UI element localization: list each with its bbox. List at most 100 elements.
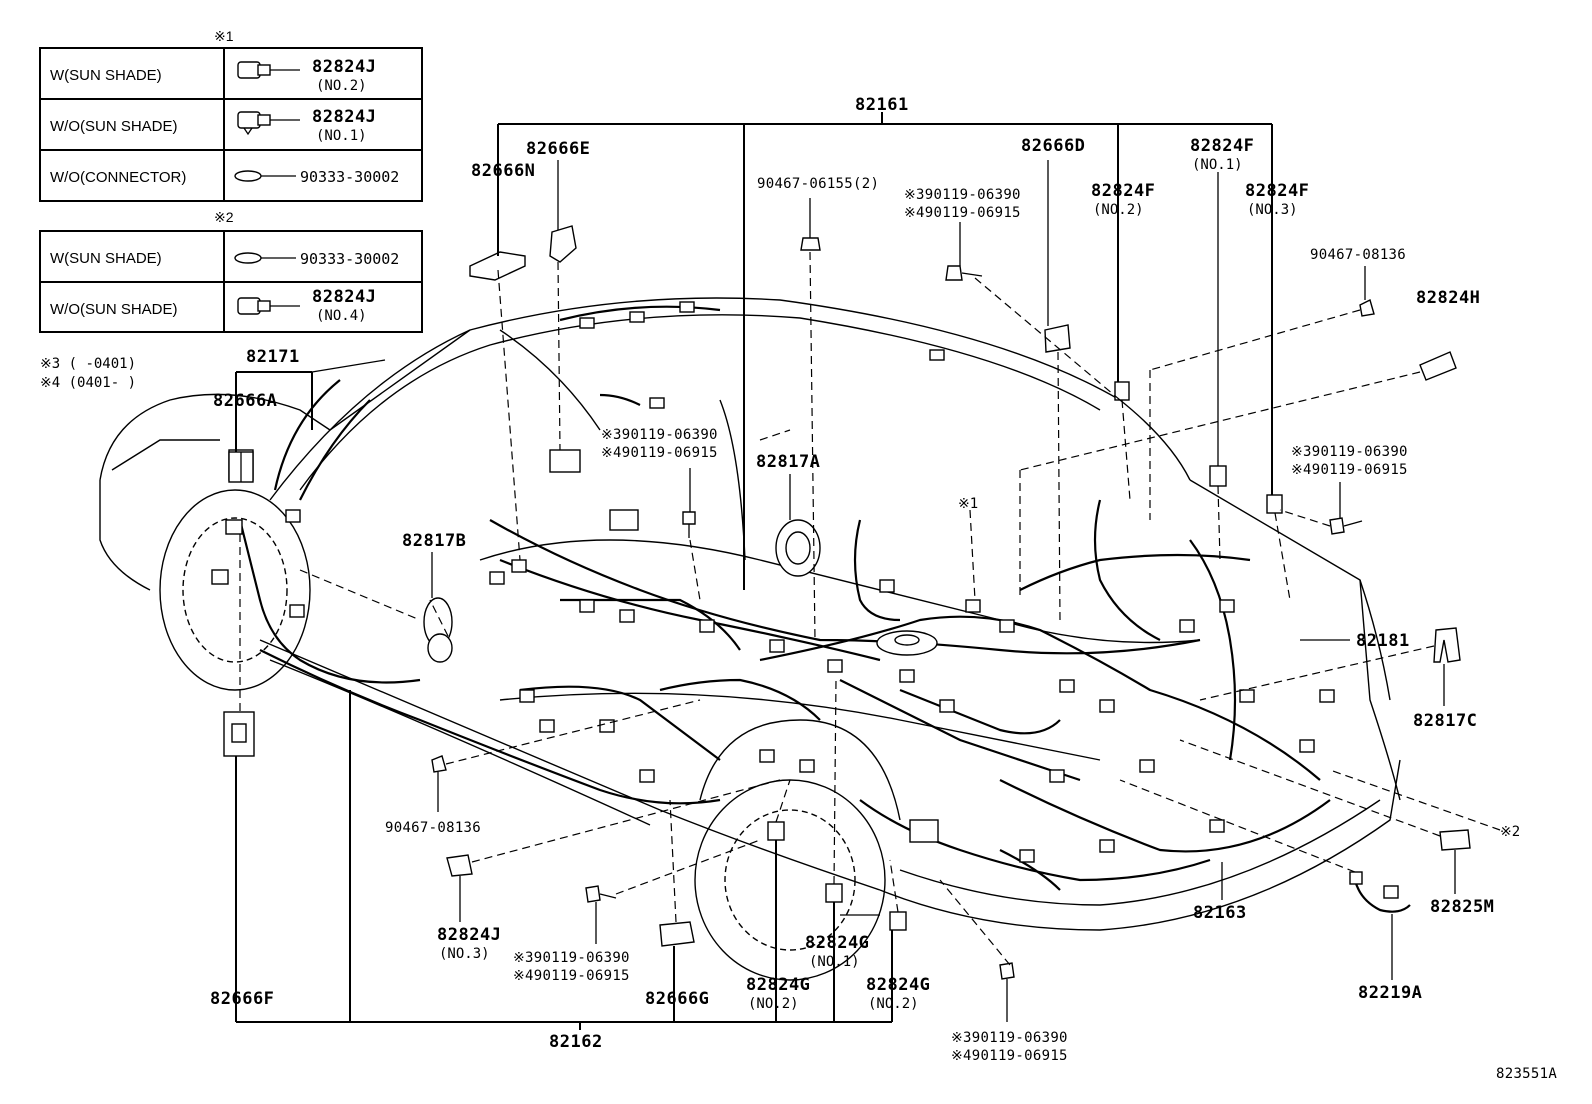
- label-82219A: 82219A: [1358, 983, 1422, 1003]
- part-82824G-no1-icon: [825, 883, 843, 903]
- legend-note4: ※4 (0401- ): [40, 375, 136, 391]
- label-82163: 82163: [1193, 903, 1247, 923]
- option-table-2: ※2 W(SUN SHADE) W/O(SUN SHADE) 90333-300…: [39, 209, 423, 333]
- label-bolt-low-3: ※390119-06390: [513, 950, 630, 966]
- connector-icon: [237, 61, 300, 79]
- part-82666A-icon: [228, 451, 254, 483]
- diagram-id: 823551A: [1496, 1066, 1557, 1082]
- table2-row2-sub: (NO.4): [316, 308, 367, 324]
- part-82824G-no2b-icon: [889, 911, 907, 931]
- label-82181: 82181: [1356, 631, 1410, 651]
- table1-row2-condition: W/O(SUN SHADE): [50, 118, 178, 135]
- table1-row3-condition: W/O(CONNECTOR): [50, 169, 186, 186]
- label-82824G-no2b-sub: (NO.2): [868, 996, 919, 1012]
- wire-harness-82163: [859, 799, 1211, 891]
- part-82666F-icon: [223, 711, 255, 757]
- leader-lines: [235, 112, 1456, 1030]
- label-82666E: 82666E: [526, 139, 590, 159]
- label-bolt-top-4: ※490119-06915: [904, 205, 1021, 221]
- bolt-icon: [585, 885, 617, 903]
- label-82666N: 82666N: [471, 161, 535, 181]
- label-82824F-no1-sub: (NO.1): [1192, 157, 1243, 173]
- table2-row2-condition: W/O(SUN SHADE): [50, 301, 178, 318]
- label-90467-08136-right: 90467-08136: [1310, 247, 1406, 263]
- table2-row1-condition: W(SUN SHADE): [50, 250, 162, 267]
- label-bolt-right-3: ※390119-06390: [1291, 444, 1408, 460]
- label-bolt-bot-3: ※390119-06390: [951, 1030, 1068, 1046]
- plug-cap-icon: [234, 170, 296, 182]
- label-82824F-no3-sub: (NO.3): [1247, 202, 1298, 218]
- part-82824J-no3-icon: [446, 854, 473, 877]
- clip-90467-08136-icon: [431, 755, 447, 773]
- label-82817B: 82817B: [402, 531, 466, 551]
- label-82666F: 82666F: [210, 989, 274, 1009]
- label-bolt-top-3: ※390119-06390: [904, 187, 1021, 203]
- bolt-icon: [999, 962, 1015, 995]
- note2-mark: ※2: [1500, 824, 1520, 840]
- label-bolt-mid-3: ※390119-06390: [601, 427, 718, 443]
- bolt-icon: [682, 511, 696, 538]
- label-82824G-no2a-sub: (NO.2): [748, 996, 799, 1012]
- clamp-82817C-icon: [1433, 627, 1461, 663]
- part-90467-06155-icon: [800, 237, 821, 251]
- table2-note: ※2: [214, 209, 234, 225]
- part-82824G-no2-icon: [767, 821, 785, 841]
- label-bolt-low-4: ※490119-06915: [513, 968, 630, 984]
- table2-row1-part: 90333-30002: [300, 250, 399, 268]
- part-82219A-icon: [1349, 871, 1411, 913]
- table1-row1-sub: (NO.2): [316, 78, 367, 94]
- label-bolt-mid-4: ※490119-06915: [601, 445, 718, 461]
- label-82824J-no3-sub: (NO.3): [439, 946, 490, 962]
- table1-row3-part: 90333-30002: [300, 168, 399, 186]
- label-90467-06155: 90467-06155(2): [757, 176, 879, 192]
- part-82824H-icon: [1419, 351, 1457, 381]
- label-82824F-no1: 82824F: [1190, 136, 1254, 156]
- label-82162: 82162: [549, 1032, 603, 1052]
- bolt-icon: [945, 265, 983, 281]
- label-82666A: 82666A: [213, 391, 277, 411]
- label-82817C: 82817C: [1413, 711, 1477, 731]
- grommet-82817B-icon: [423, 597, 453, 663]
- clip-90467-08136-icon: [1359, 298, 1375, 317]
- connector-clusters: [211, 301, 1335, 863]
- label-82824G-no2a: 82824G: [746, 975, 810, 995]
- wire-harness-82171: [238, 379, 421, 684]
- label-82161: 82161: [855, 95, 909, 115]
- label-82824G-no2b: 82824G: [866, 975, 930, 995]
- label-82824G-no1: 82824G: [805, 933, 869, 953]
- roof-harness: [559, 305, 721, 406]
- table1-row2-sub: (NO.1): [316, 128, 367, 144]
- table2-row2-part: 82824J: [312, 287, 376, 307]
- dashed-guides: [239, 251, 1501, 966]
- label-82171: 82171: [246, 347, 300, 367]
- option-table-1: ※1 W(SUN SHADE) W/O(SUN SHADE) W/O(CONNE…: [39, 28, 423, 202]
- table1-row1-part: 82824J: [312, 57, 376, 77]
- wire-harness-82162: [259, 598, 821, 805]
- part-82666G-icon: [659, 921, 695, 947]
- label-82824F-no2: 82824F: [1091, 181, 1155, 201]
- table1-row1-condition: W(SUN SHADE): [50, 67, 162, 84]
- connector-icon: [237, 297, 300, 315]
- part-82666E-icon: [549, 225, 577, 263]
- label-bolt-bot-4: ※490119-06915: [951, 1048, 1068, 1064]
- grommet-82817A-icon: [775, 519, 821, 577]
- label-82824F-no2-sub: (NO.2): [1093, 202, 1144, 218]
- part-82824F-no1-icon: [1209, 465, 1227, 487]
- connector-icon: [237, 111, 300, 136]
- label-82824H: 82824H: [1416, 288, 1480, 308]
- part-82824F-no3-icon: [1266, 494, 1283, 514]
- label-bolt-right-4: ※490119-06915: [1291, 462, 1408, 478]
- label-82817A: 82817A: [756, 452, 820, 472]
- label-82666D: 82666D: [1021, 136, 1085, 156]
- label-82824F-no3: 82824F: [1245, 181, 1309, 201]
- plug-cap-icon: [234, 252, 296, 264]
- car-body-outline: [99, 297, 1401, 981]
- part-82825M-icon: [1439, 829, 1471, 851]
- label-82824J-no3: 82824J: [437, 925, 501, 945]
- label-82666G: 82666G: [645, 989, 709, 1009]
- label-82824G-no1-sub: (NO.1): [809, 954, 860, 970]
- table1-note: ※1: [214, 28, 234, 44]
- label-90467-08136-lower: 90467-08136: [385, 820, 481, 836]
- wire-harness-82161: [489, 499, 1331, 853]
